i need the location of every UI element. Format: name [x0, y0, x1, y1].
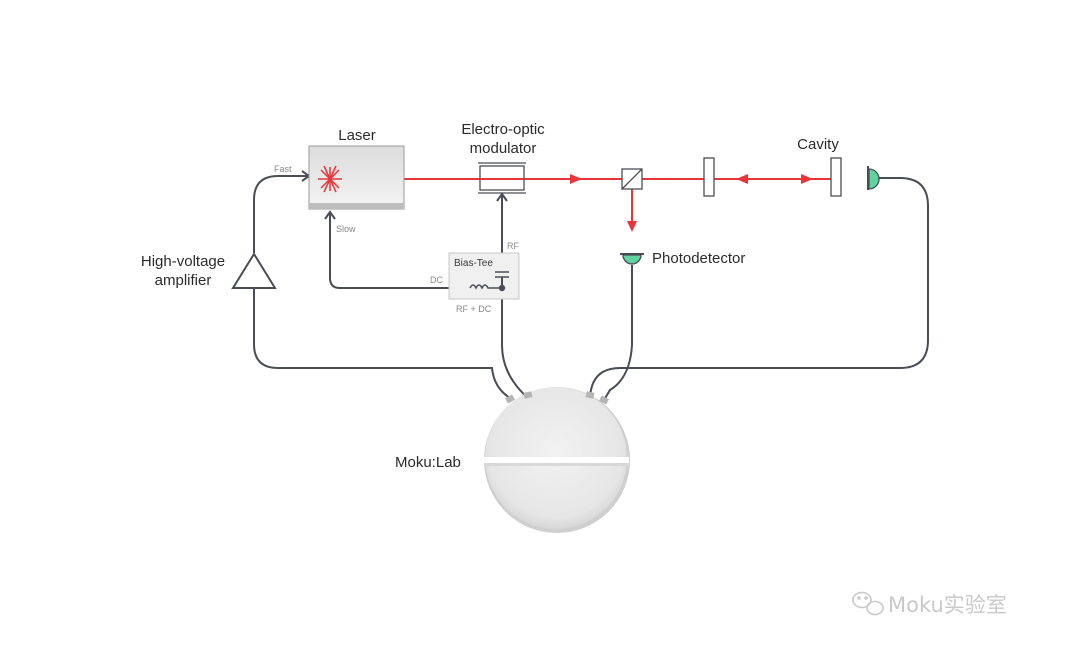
bias-tee — [448, 252, 520, 300]
cavity-mirror — [830, 157, 842, 197]
fast-input-label: Fast — [274, 164, 292, 174]
electro-optic-modulator — [478, 162, 526, 194]
wire-hv-to-fast — [253, 175, 308, 253]
moku-port — [505, 394, 515, 404]
cavity-label: Cavity — [797, 136, 839, 153]
beam-arrow-forward — [570, 174, 582, 184]
laser-burst-icon — [318, 165, 342, 193]
hv-amplifier-triangle — [231, 252, 277, 289]
rf-port-label: RF — [507, 241, 519, 251]
laser-label: Laser — [338, 127, 376, 144]
inductor-icon — [469, 284, 502, 290]
slow-input-label: Slow — [336, 224, 356, 234]
moku-port — [585, 391, 595, 399]
beam-arrow-right — [801, 174, 813, 184]
eom-label-line1: Electro-optic — [461, 121, 545, 138]
wire-pd-to-moku — [603, 265, 633, 401]
hv-amplifier-label-line2: amplifier — [155, 272, 212, 289]
wire-moku-to-biastee — [501, 288, 529, 399]
waveplate — [703, 157, 715, 197]
eom-input-arrow — [496, 192, 508, 202]
wechat-icon — [852, 591, 884, 616]
watermark-text: Moku实验室 — [888, 593, 1007, 617]
cavity-detector — [867, 166, 880, 190]
beam-splitter — [621, 168, 643, 190]
eom-label-line2: modulator — [470, 140, 537, 157]
hv-amplifier-label-line1: High-voltage — [141, 253, 225, 270]
beam-arrow-left — [736, 174, 748, 184]
dc-port-label: DC — [430, 275, 443, 285]
wire-moku-to-hv — [253, 287, 511, 399]
moku-port — [523, 391, 533, 399]
laser — [308, 145, 405, 210]
wire-dc-to-slow — [329, 214, 483, 289]
rf-dc-port-label: RF + DC — [456, 304, 492, 314]
wires — [253, 175, 929, 401]
beam-arrow-down — [627, 221, 637, 232]
moku-lab-device — [484, 387, 630, 533]
photodetector — [620, 253, 644, 265]
moku-lab-label: Moku:Lab — [395, 454, 461, 471]
moku-port — [599, 395, 609, 405]
bias-tee-label: Bias-Tee — [454, 258, 493, 269]
photodetector-label: Photodetector — [652, 250, 745, 267]
slow-input-arrow — [324, 210, 336, 220]
wire-cavity-to-moku — [589, 177, 929, 398]
